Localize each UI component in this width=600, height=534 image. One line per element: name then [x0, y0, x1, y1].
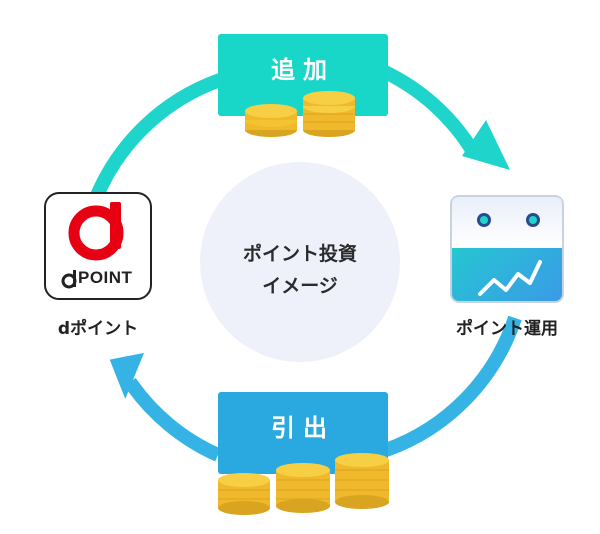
investment-app-icon [450, 195, 564, 303]
arrow-to-dpoint-icon [109, 352, 145, 399]
investment-label: ポイント運用 [456, 319, 558, 339]
cycle-arc-top-right [381, 65, 478, 154]
center-caption-line1: ポイント投資 [242, 243, 357, 265]
cycle-arc-top-left [89, 73, 223, 201]
cycle-arc-bottom-left [124, 377, 221, 462]
add-box-label: 追加 [271, 56, 335, 84]
coin-stack-icon [245, 91, 355, 137]
dpoint-label: dポイント [57, 319, 139, 339]
coin-stack-icon [218, 453, 389, 515]
withdraw-box-label: 引出 [271, 414, 335, 442]
withdraw-box [218, 392, 388, 474]
d-point-logo-icon [44, 192, 152, 300]
d-point-logo-text: POINT [78, 268, 133, 287]
center-caption: ポイント投資 イメージ [215, 238, 385, 302]
center-caption-line2: イメージ [262, 275, 338, 297]
chart-line-icon [478, 260, 542, 296]
cycle-arc-bottom-right [383, 315, 522, 457]
center-circle [200, 162, 400, 362]
arrow-to-investment-icon [462, 120, 510, 170]
